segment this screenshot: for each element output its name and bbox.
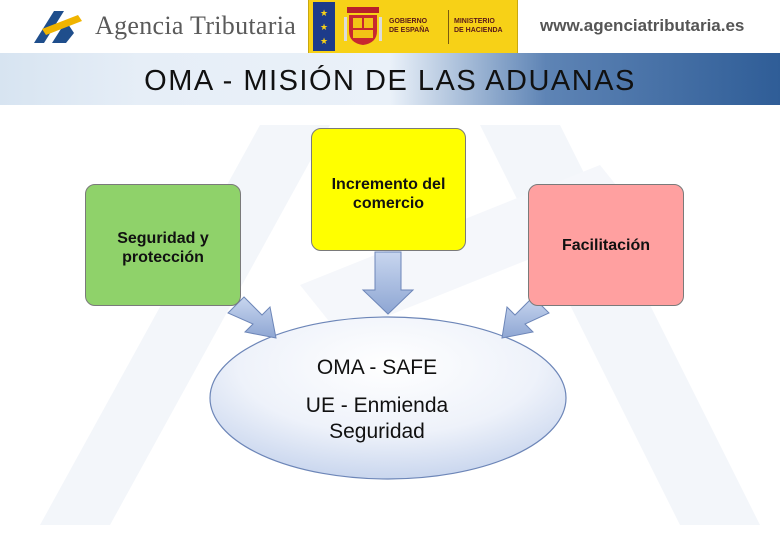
arrow-down-center [361,251,415,315]
result-line-1: OMA - SAFE [316,356,438,379]
slide-title: OMA - MISIÓN DE LAS ADUANAS [144,65,636,97]
coat-of-arms-icon [344,7,382,45]
website-url[interactable]: www.agenciatributaria.es [540,16,745,35]
gov-line-2: DE ESPAÑA [389,27,430,34]
result-ellipse [209,316,567,480]
header: Agencia Tributaria ★★★ GOBIERNO DE ESPAÑ… [0,0,780,53]
government-logo: ★★★ GOBIERNO DE ESPAÑA MINISTERIO DE HAC… [308,0,518,53]
input-box-trade: Incremento del comercio [311,128,466,251]
brand-name: Agencia Tributaria [95,11,297,40]
agencia-logo-icon [34,11,82,43]
input-box-security: Seguridad y protección [85,184,241,306]
flag-stripe: ★★★ [313,2,335,51]
result-line-2: UE - Enmienda Seguridad [305,394,449,443]
input-label-security: Seguridad y protección [117,230,209,266]
input-box-facilitation: Facilitación [528,184,684,306]
ministry-line-1: MINISTERIO [454,18,495,25]
arrow-left-diagonal [227,296,277,339]
input-label-trade: Incremento del comercio [331,176,446,212]
input-label-facilitation: Facilitación [561,236,651,254]
ministry-line-2: DE HACIENDA [454,27,503,34]
gov-divider [448,10,449,44]
gov-line-1: GOBIERNO [389,18,428,25]
title-bar [0,53,780,105]
